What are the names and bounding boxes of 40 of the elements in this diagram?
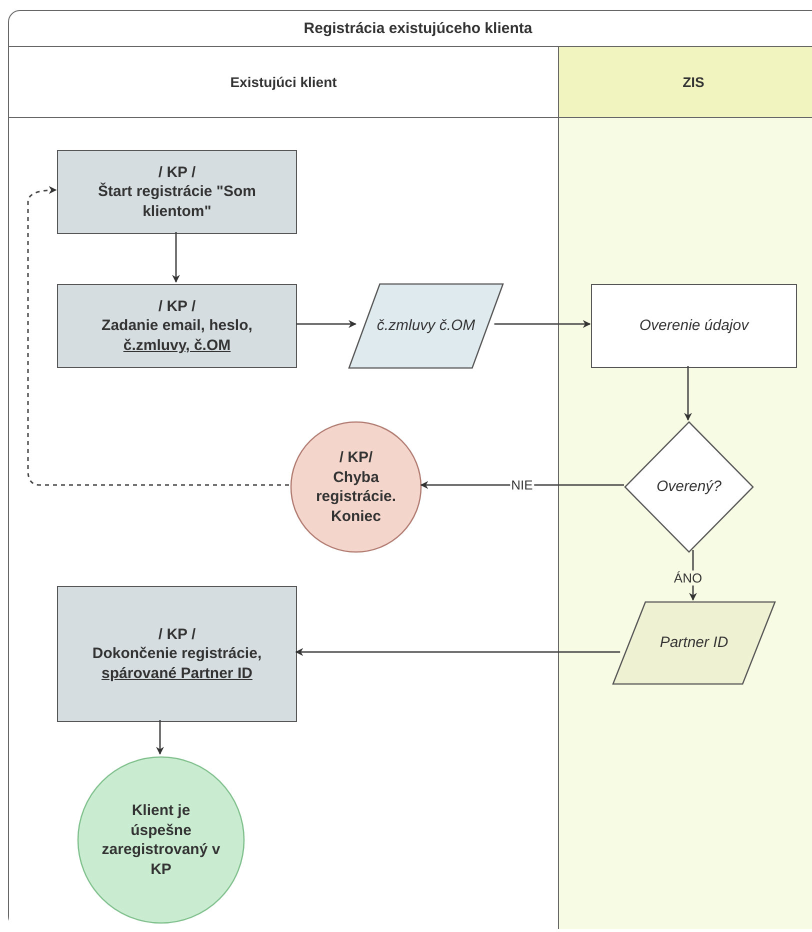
node-text: Chyba registrácie. Koniec xyxy=(314,468,398,526)
edge-label: ÁNO xyxy=(672,570,704,586)
arrow xyxy=(295,648,620,656)
arrow xyxy=(27,186,289,486)
node-text: / KP/ xyxy=(339,448,373,468)
lane-title: Existujúci klient xyxy=(230,74,337,90)
node-text: Dokončenie registrácie, xyxy=(92,644,262,664)
pool-frame xyxy=(8,10,812,928)
node-text: spárované Partner ID xyxy=(102,664,252,684)
node-text: Klient je úspešne zaregistrovaný v KP xyxy=(101,801,221,879)
node-text: Partner ID xyxy=(660,633,728,653)
data-parallelogram xyxy=(613,602,775,684)
arrow xyxy=(494,320,591,328)
node-text: č.zmluvy, č.OM xyxy=(123,336,231,356)
process-box xyxy=(57,150,297,234)
end-circle xyxy=(77,756,245,924)
node-text: č.zmluvy č.OM xyxy=(376,316,476,336)
data-parallelogram xyxy=(349,284,503,368)
arrow xyxy=(172,232,180,283)
node-text: Overenie údajov xyxy=(639,316,749,336)
process-box xyxy=(591,284,797,368)
process-box xyxy=(57,586,297,722)
arrow xyxy=(296,320,356,328)
node-text: Zadanie email, heslo, xyxy=(102,316,252,336)
edge-label: NIE xyxy=(510,478,534,492)
arrow xyxy=(420,481,624,489)
swimlane xyxy=(9,46,559,929)
lane-title: ZIS xyxy=(682,74,704,90)
arrow xyxy=(684,366,692,421)
decision-diamond xyxy=(625,422,753,552)
arrow xyxy=(156,720,164,755)
node-text: / KP / xyxy=(158,624,196,644)
node-text: Overený? xyxy=(656,477,722,497)
pool-title: Registrácia existujúceho klienta xyxy=(304,20,532,37)
node-text: / KP / xyxy=(158,162,196,182)
process-box xyxy=(57,284,297,368)
node-text: / KP / xyxy=(158,296,196,316)
end-circle xyxy=(290,421,422,553)
node-text: Štart registrácie "Som klientom" xyxy=(96,182,257,222)
swimlane xyxy=(559,46,812,929)
